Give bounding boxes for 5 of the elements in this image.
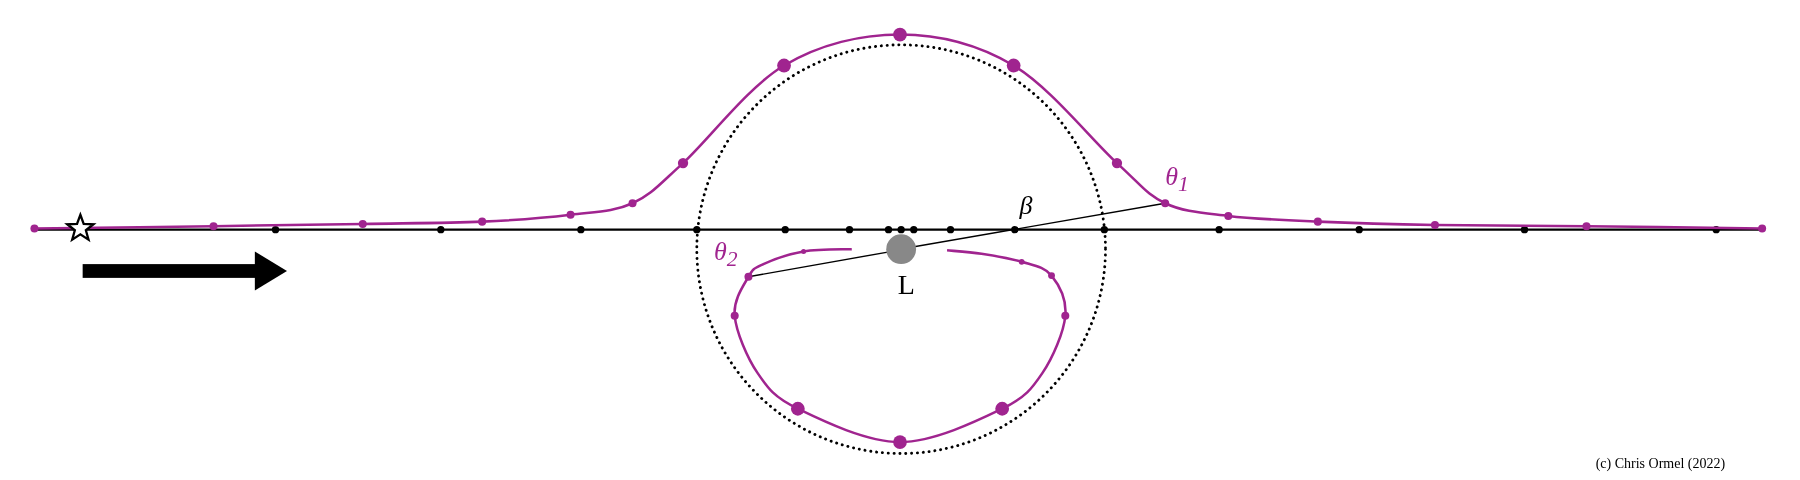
angle-label: θ$_{1}$ <box>1165 164 1189 196</box>
copyright-note: (c) Chris Ormel (2022) <box>1595 456 1726 471</box>
angle-label: β <box>1019 192 1033 219</box>
angle-label: θ$_{2}$ <box>714 238 738 271</box>
lens-label: L <box>897 270 915 299</box>
